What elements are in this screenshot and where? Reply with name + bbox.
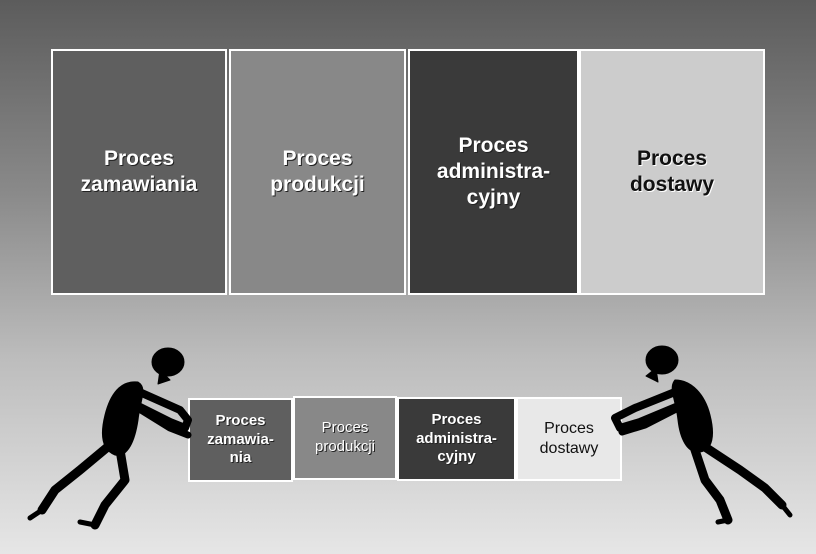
label-line3: cyjny [466,186,521,210]
label-line1: Proces [103,146,175,170]
top-box-ordering: Proces zamawiania [51,49,227,295]
label-line2: zamawia- [207,430,274,448]
label-line2: dostawy [539,440,599,457]
label-line1: Proces [282,146,353,170]
label-line3: cyjny [437,448,476,466]
label-line1: Proces [431,410,482,428]
top-box-production: Proces produkcji [229,49,406,295]
label-line2: produkcji [270,173,365,196]
label-line1: Proces [636,146,708,170]
label-line3: nia [229,449,252,467]
label-line1: Proces [544,420,594,437]
label-line1: Proces [215,411,266,429]
label-line2: administra- [436,159,551,183]
label-line2: dostawy [629,173,715,196]
label-line1: Proces [321,419,369,437]
label-line2: zamawiania [80,173,198,196]
label-line1: Proces [458,133,529,157]
bottom-box-delivery: Proces dostawy [516,397,622,481]
pushing-figure-left-icon [27,347,192,530]
label-line2: administra- [416,429,497,447]
top-box-delivery: Proces dostawy [579,49,765,295]
pushing-figure-right-icon [611,345,793,525]
label-line2: produkcji [314,438,376,455]
